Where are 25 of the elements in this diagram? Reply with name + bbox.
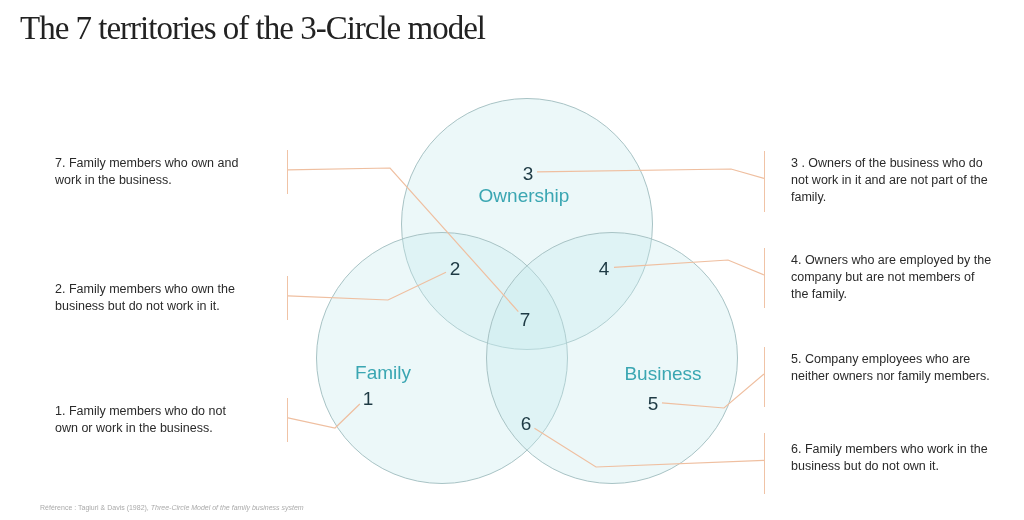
region-number: 3 [522, 163, 534, 183]
leader-line [287, 403, 361, 429]
description-text: 4. Owners who are employed by the company but are not members of the family. [764, 248, 994, 308]
circle-label: Business [624, 363, 702, 385]
description-text: 3 . Owners of the business who do not work in it and are not part of the family. [764, 151, 994, 212]
leader-line [533, 427, 765, 468]
region-number: 5 [647, 393, 659, 413]
circle-label: Ownership [478, 185, 570, 207]
description-text: 7. Family members who own and work in the business. [55, 150, 288, 194]
region-number: 4 [598, 258, 610, 278]
region-number: 7 [519, 309, 531, 329]
leader-line [613, 259, 765, 276]
leader-line [661, 373, 765, 409]
region-number: 6 [520, 413, 532, 433]
description-text: 5. Company employees who are neither owners nor family members. [764, 347, 994, 407]
region-number: 2 [449, 258, 461, 278]
description-text: 6. Family members who work in the business but do not own it. [764, 433, 994, 494]
leader-line [536, 168, 765, 180]
title: The 7 territories of the 3-Circle model [20, 10, 485, 47]
region-number: 1 [362, 388, 374, 408]
leader-line [287, 271, 447, 301]
leader-line [287, 167, 519, 313]
circle-label: Family [355, 362, 411, 384]
description-text: 2. Family members who own the business but do not work in it. [55, 276, 288, 320]
description-text: 1. Family members who do not own or work in the business. [55, 398, 288, 442]
